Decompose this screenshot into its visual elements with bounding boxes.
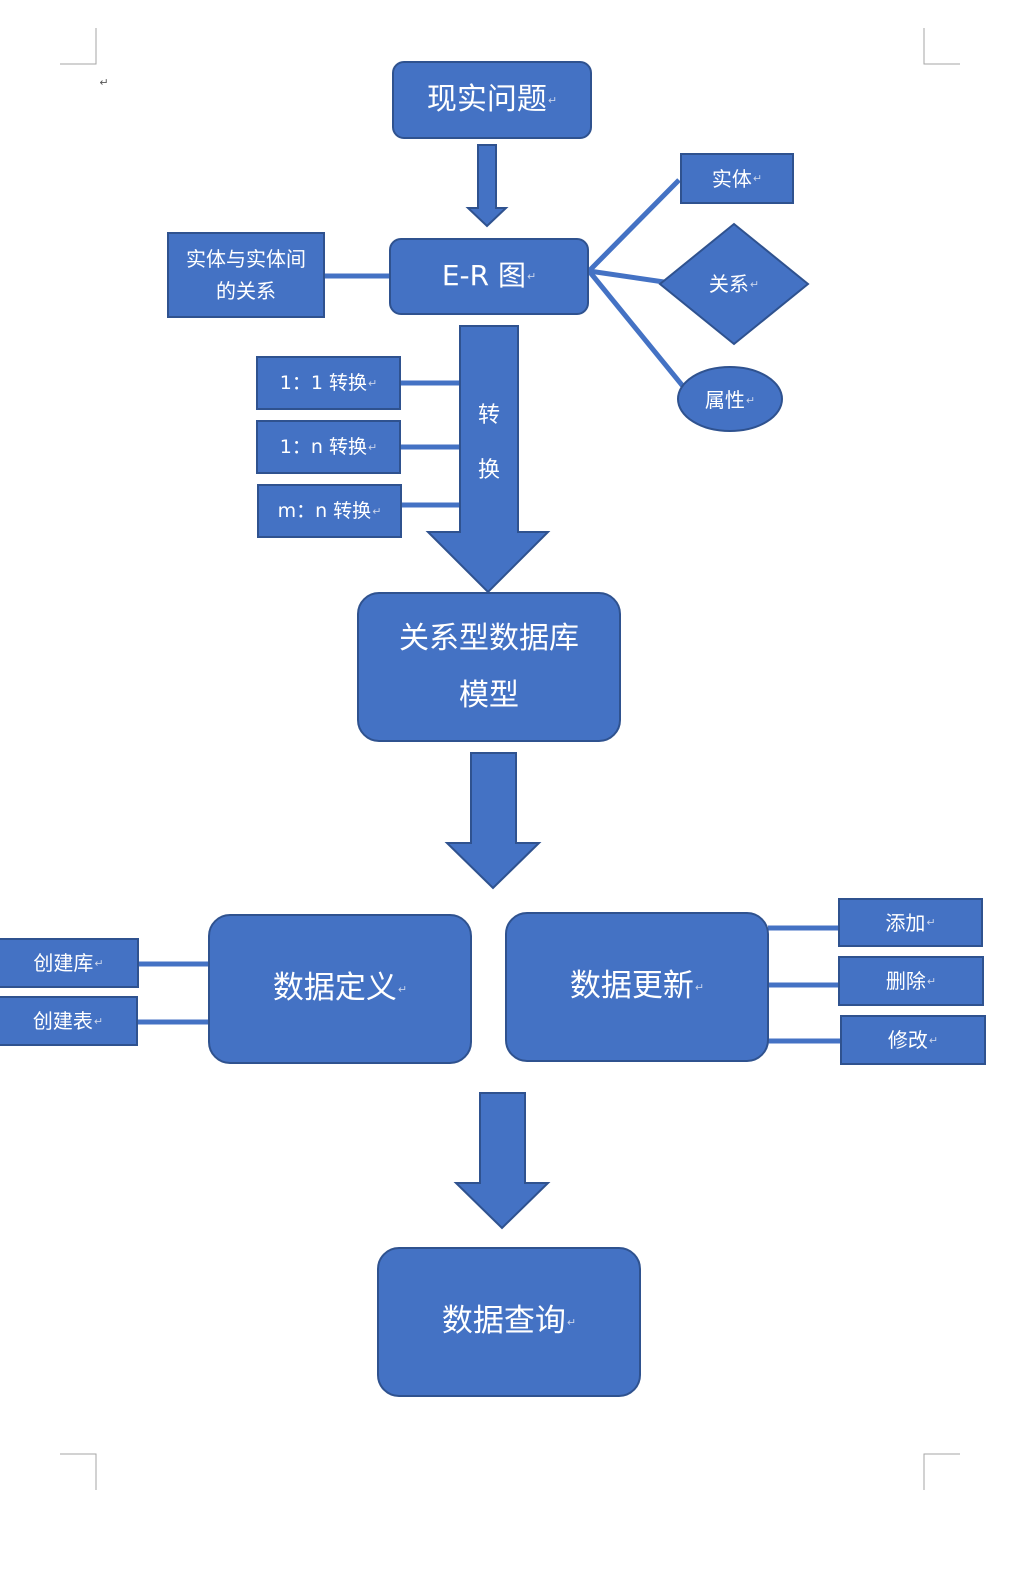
node-create-db-label: 创建库 <box>33 951 94 975</box>
crop-marks <box>60 28 960 1490</box>
node-data-query-label: 数据查询 <box>441 1303 566 1340</box>
arrow-convert-label: 转 换 <box>462 388 516 498</box>
paragraph-mark: ↵ <box>94 956 104 970</box>
paragraph-mark: ↵ <box>752 172 763 185</box>
node-entity: 实体↵ <box>680 153 794 204</box>
node-real-problem: 现实问题↵ <box>392 61 592 139</box>
node-modify: 修改↵ <box>840 1015 986 1065</box>
node-delete: 删除↵ <box>838 956 984 1006</box>
crop-mark-top-left <box>60 28 97 65</box>
paragraph-mark: ↵ <box>694 980 705 994</box>
node-convert-m-n: m：n 转换↵ <box>257 484 402 538</box>
paragraph-mark: ↵ <box>368 376 378 390</box>
node-add-label: 添加 <box>885 910 926 935</box>
paragraph-mark: ↵ <box>526 270 537 283</box>
crop-mark-bottom-right <box>923 1453 960 1490</box>
node-modify-label: 修改 <box>887 1028 928 1052</box>
node-rdb-model-label: 关系型数据库 模型 <box>399 621 579 713</box>
node-delete-label: 删除 <box>885 969 926 993</box>
node-data-definition-label: 数据定义 <box>272 970 397 1007</box>
node-er-diagram-label: E-R 图 <box>441 259 526 293</box>
paragraph-mark: ↵ <box>93 1014 104 1028</box>
connector-lines <box>137 178 841 1044</box>
node-er-diagram: E-R 图↵ <box>389 238 589 315</box>
arrow-convert <box>425 325 551 594</box>
node-create-table: 创建表↵ <box>0 996 138 1046</box>
line-er-to-entity <box>587 178 681 273</box>
attribute-ellipse <box>677 366 783 432</box>
arrow-ops-to-query <box>453 1092 551 1230</box>
node-convert-1-n: 1：n 转换↵ <box>256 420 401 474</box>
arrows <box>425 144 551 1230</box>
return-mark: ↵ <box>99 75 109 89</box>
node-attribute-label: 属性 <box>704 388 745 412</box>
node-create-table-label: 创建表 <box>32 1009 93 1033</box>
node-data-query: 数据查询↵ <box>377 1247 641 1397</box>
node-data-update-label: 数据更新 <box>569 968 694 1005</box>
paragraph-mark: ↵ <box>926 974 937 988</box>
node-data-definition: 数据定义↵ <box>208 914 472 1064</box>
node-convert-1-1: 1：1 转换↵ <box>256 356 401 410</box>
node-entity-label: 实体 <box>711 166 752 191</box>
paragraph-mark: ↵ <box>749 277 760 291</box>
node-entity-relations-label: 实体与实体间 的关系 <box>186 247 306 303</box>
node-real-problem-label: 现实问题 <box>426 82 547 117</box>
node-convert-1-1-label: 1：1 转换 <box>279 371 367 394</box>
arrow-model-to-ops <box>444 752 542 890</box>
node-convert-1-n-label: 1：n 转换 <box>279 435 367 458</box>
relation-diamond <box>658 222 810 346</box>
paragraph-mark: ↵ <box>566 1315 577 1329</box>
node-relation-label: 关系 <box>708 272 749 296</box>
arrow-convert-text: 转 换 <box>477 402 500 483</box>
crop-mark-bottom-left <box>60 1453 97 1490</box>
paragraph-mark: ↵ <box>547 93 558 107</box>
paragraph-mark: ↵ <box>928 1033 939 1047</box>
paragraph-mark: ↵ <box>367 440 378 454</box>
paragraph-mark: ↵ <box>926 916 936 929</box>
crop-mark-top-right <box>923 28 960 65</box>
node-add: 添加↵ <box>838 898 983 947</box>
node-relation: 关系↵ <box>690 268 778 300</box>
node-attribute: 属性↵ <box>686 384 774 416</box>
node-create-db: 创建库↵ <box>0 938 139 988</box>
shapes <box>658 222 810 432</box>
paragraph-mark: ↵ <box>745 393 756 407</box>
node-data-update: 数据更新↵ <box>505 912 769 1062</box>
node-rdb-model: 关系型数据库 模型 <box>357 592 621 742</box>
paragraph-mark: ↵ <box>372 504 382 518</box>
line-er-to-relation <box>588 268 665 285</box>
arrow-top-to-er <box>465 144 509 228</box>
line-er-to-attribute <box>587 269 688 392</box>
paragraph-mark: ↵ <box>397 982 408 996</box>
node-convert-m-n-label: m：n 转换 <box>277 499 372 522</box>
node-entity-relations: 实体与实体间 的关系 <box>167 232 325 318</box>
